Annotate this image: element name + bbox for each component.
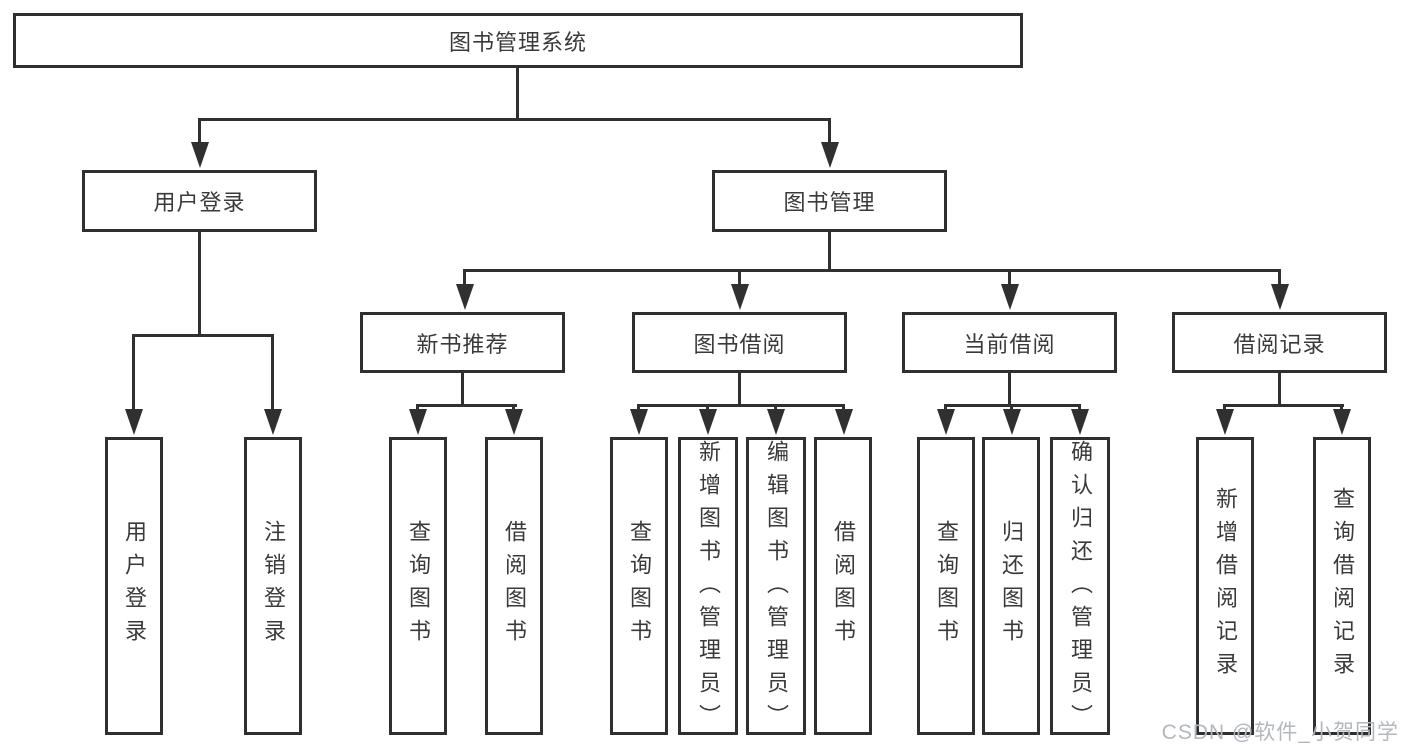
leaf-borrow-books-label: 借阅图书 [831,520,856,652]
arrow-down [409,409,427,435]
leaf-query-borrow-record-label: 查询借阅记录 [1330,487,1355,685]
leaf-add-book-admin-label: 新增图书（管理员） [696,440,721,737]
arrow-down [937,409,955,435]
node-book-borrow: 图书借阅 [632,312,847,373]
connector-shaft-leaf-logout [271,334,274,413]
arrow-down [1216,409,1234,435]
node-book-borrow-label: 图书借阅 [693,331,786,357]
connector-shaft-book-mgmt [828,118,831,148]
leaf-edit-book-admin: 编辑图书（管理员） [746,437,806,737]
leaf-return-book: 归还图书 [982,437,1040,735]
arrow-down [1071,409,1089,435]
arrow-down-new-book [456,284,474,310]
csdn-watermark: CSDN @软件_小贺同学 [1161,721,1399,744]
node-book-management: 图书管理 [712,170,947,232]
leaf-user-login-label: 用户登录 [122,520,147,652]
node-book-management-label: 图书管理 [783,190,876,215]
node-new-book-recommend-label: 新书推荐 [416,331,509,357]
connector-current-borrow-stub [1008,373,1011,407]
arrow-down [835,409,853,435]
arrow-down [699,409,717,435]
node-user-login: 用户登录 [82,170,317,232]
arrow-down [1003,409,1021,435]
arrow-down-leaf-logout [264,409,282,435]
node-borrow-records: 借阅记录 [1172,312,1387,373]
arrow-down-book-mgmt [821,142,839,168]
connector-book-mgmt-stub [828,232,831,272]
node-current-borrow: 当前借阅 [902,312,1117,373]
node-new-book-recommend: 新书推荐 [360,312,565,373]
leaf-query-books-borrow-label: 查询图书 [627,520,652,652]
leaf-confirm-return-admin: 确认归还（管理员） [1050,437,1110,737]
leaf-query-books-current: 查询图书 [917,437,975,735]
leaf-query-borrow-record: 查询借阅记录 [1313,437,1371,735]
connector-shaft-book-borrow [738,269,741,287]
connector-shaft-current-borrow [1008,269,1011,287]
leaf-edit-book-admin-label: 编辑图书（管理员） [764,440,789,737]
node-borrow-records-label: 借阅记录 [1233,331,1326,357]
leaf-return-book-label: 归还图书 [999,520,1024,652]
leaf-confirm-return-admin-label: 确认归还（管理员） [1068,440,1093,737]
arrow-down [767,409,785,435]
leaf-borrow-books-recommend-label: 借阅图书 [502,520,527,652]
arrow-down-user-login [191,142,209,168]
leaf-borrow-books-recommend: 借阅图书 [485,437,543,735]
leaf-add-book-admin: 新增图书（管理员） [678,437,738,737]
node-library-system: 图书管理系统 [13,13,1023,68]
connector-borrow-records-hbar [1223,404,1344,407]
leaf-logout-label: 注销登录 [261,520,286,652]
arrow-down [1333,409,1351,435]
connector-user-login-hbar [132,334,274,337]
connector-root-stub [516,68,519,120]
connector-new-book-hbar [416,404,517,407]
connector-user-login-stub [198,232,201,337]
node-user-login-label: 用户登录 [153,190,246,215]
node-current-borrow-label: 当前借阅 [963,331,1056,357]
arrow-down-book-borrow [731,284,749,310]
connector-new-book-stub [461,373,464,407]
leaf-borrow-books: 借阅图书 [814,437,872,735]
leaf-add-borrow-record: 新增借阅记录 [1196,437,1254,735]
connector-shaft-new-book [463,269,466,287]
connector-book-mgmt-hbar [463,269,1281,272]
arrow-down-current-borrow [1001,284,1019,310]
leaf-add-borrow-record-label: 新增借阅记录 [1213,487,1238,685]
leaf-logout: 注销登录 [244,437,302,735]
leaf-query-books-recommend-label: 查询图书 [406,520,431,652]
leaf-query-books-borrow: 查询图书 [610,437,668,735]
arrow-down [630,409,648,435]
connector-root-hbar [198,118,831,121]
arrow-down-leaf-login [125,409,143,435]
leaf-query-books-current-label: 查询图书 [934,520,959,652]
connector-borrow-records-stub [1278,373,1281,407]
connector-shaft-leaf-login [132,334,135,413]
leaf-user-login: 用户登录 [105,437,163,735]
connector-shaft-user-login [198,118,201,148]
connector-book-borrow-stub [738,373,741,407]
connector-shaft-borrow-records [1278,269,1281,287]
arrow-down-borrow-records [1271,284,1289,310]
arrow-down [505,409,523,435]
leaf-query-books-recommend: 查询图书 [389,437,447,735]
connector-book-borrow-hbar [637,404,845,407]
node-library-system-label: 图书管理系统 [448,29,587,55]
